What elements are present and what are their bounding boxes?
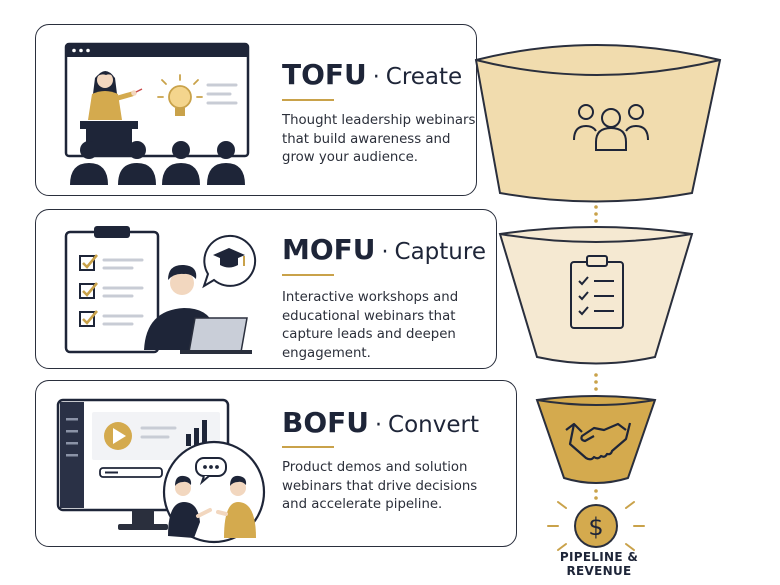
title-separator: · [375,413,383,438]
funnel-top-segment [474,44,722,203]
stage-acronym: MOFU [282,233,376,266]
chat-bubble-icon [195,457,227,486]
title-separator: · [372,65,380,90]
checkbox-icon [79,254,98,327]
mofu-description: Interactive workshops and educational we… [282,290,459,361]
funnel-bottom-segment [535,395,657,484]
mofu-title: MOFU·Capture [282,233,486,266]
stage-acronym: BOFU [282,406,370,439]
demo-conversation-illustration [56,398,266,544]
bofu-description: Product demos and solution webinars that… [282,460,478,512]
tofu-title: TOFU·Create [282,58,462,91]
checklist-learner-illustration [64,226,257,354]
stage-action: Convert [388,412,479,438]
bofu-accent-rule [282,446,334,448]
mofu-accent-rule [282,274,334,276]
stage-acronym: TOFU [282,58,367,91]
dollar-coin-icon: $ [547,501,645,551]
bofu-title: BOFU·Convert [282,406,479,439]
stage-action: Capture [394,239,486,265]
clipboard-checklist-icon [570,255,624,329]
tofu-accent-rule [282,99,334,101]
svg-text:$: $ [588,513,603,541]
webinar-presenter-illustration [64,42,250,185]
title-separator: · [381,240,389,265]
pipeline-revenue-label: PIPELINE & REVENUE [559,550,639,578]
stage-action: Create [385,64,463,90]
handshake-icon [565,422,632,461]
people-icon [573,104,649,151]
graduation-cap-icon [202,234,257,289]
tofu-description: Thought leadership webinars that build a… [282,113,476,165]
funnel-connector-dots [594,205,598,500]
